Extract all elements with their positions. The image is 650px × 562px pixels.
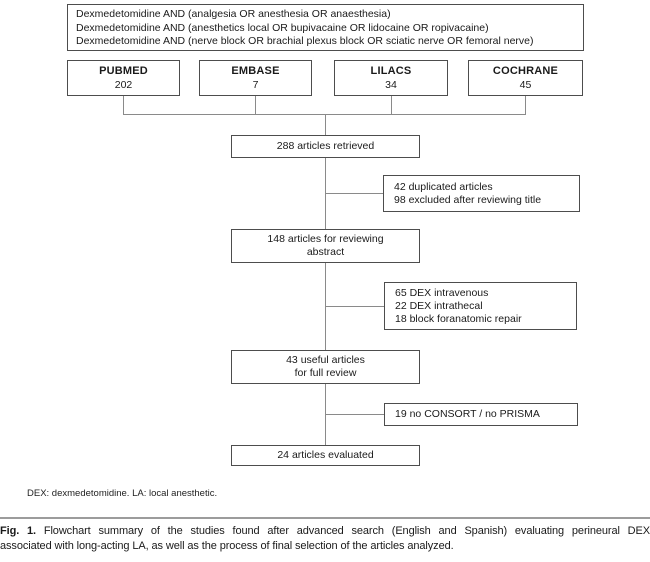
exclusion-line: 18 block foranatomic repair: [395, 312, 522, 325]
search-term-line-3: Dexmedetomidine AND (nerve block OR brac…: [76, 35, 534, 47]
database-name: LILACS: [370, 65, 412, 77]
figure-caption-text-1: Flowchart summary of the studies found a…: [43, 525, 650, 537]
database-box-pubmed: PUBMED 202: [67, 60, 180, 96]
exclusion-line: 65 DEX intravenous: [395, 286, 489, 299]
figure-caption-label: Fig. 1.: [0, 525, 36, 537]
evaluated-label: 24 articles evaluated: [277, 449, 374, 461]
connector-collector-line: [123, 114, 526, 115]
abstract-review-line-2: abstract: [306, 246, 345, 258]
exclusion-line: 22 DEX intrathecal: [395, 299, 483, 312]
database-count: 7: [252, 79, 259, 91]
abstract-review-box: 148 articles for reviewing abstract: [231, 229, 420, 263]
connector-branch-3: [325, 414, 384, 415]
full-review-line-2: for full review: [294, 367, 357, 379]
exclusion-line: 42 duplicated articles: [394, 180, 493, 193]
figure-caption: Fig. 1. Flowchart summary of the studies…: [0, 524, 650, 554]
connector-stub-lilacs: [391, 96, 392, 114]
abstract-review-line-1: 148 articles for reviewing: [267, 233, 384, 245]
exclusion-line: 98 excluded after reviewing title: [394, 193, 542, 206]
exclusion-box-reporting: 19 no CONSORT / no PRISMA: [384, 403, 578, 426]
database-box-cochrane: COCHRANE 45: [468, 60, 583, 96]
full-review-line-1: 43 useful articles: [286, 354, 365, 366]
database-count: 45: [519, 79, 532, 91]
connector-stub-embase: [255, 96, 256, 114]
retrieved-box: 288 articles retrieved: [231, 135, 420, 158]
figure-caption-text-2: associated with long-acting LA, as well …: [0, 540, 454, 552]
exclusion-box-duplicates: 42 duplicated articles 98 excluded after…: [383, 175, 580, 212]
caption-divider-rule: [0, 517, 650, 519]
database-name: PUBMED: [99, 65, 148, 77]
database-name: COCHRANE: [492, 65, 559, 77]
database-name: EMBASE: [231, 65, 280, 77]
database-box-lilacs: LILACS 34: [334, 60, 448, 96]
full-review-box: 43 useful articles for full review: [231, 350, 420, 384]
database-count: 202: [114, 79, 133, 91]
connector-branch-2: [325, 306, 384, 307]
connector-spine-1: [325, 114, 326, 135]
connector-stub-cochrane: [525, 96, 526, 114]
abbreviations-footnote: DEX: dexmedetomidine. LA: local anesthet…: [27, 488, 218, 499]
connector-branch-1: [325, 193, 383, 194]
database-box-embase: EMBASE 7: [199, 60, 312, 96]
database-count: 34: [385, 79, 397, 91]
connector-stub-pubmed: [123, 96, 124, 114]
search-term-line-1: Dexmedetomidine AND (analgesia OR anesth…: [76, 8, 391, 20]
evaluated-box: 24 articles evaluated: [231, 445, 420, 466]
exclusion-box-abstract: 65 DEX intravenous 22 DEX intrathecal 18…: [384, 282, 577, 330]
exclusion-line: 19 no CONSORT / no PRISMA: [395, 408, 540, 420]
search-terms-box: Dexmedetomidine AND (analgesia OR anesth…: [67, 4, 584, 51]
retrieved-label: 288 articles retrieved: [276, 140, 375, 152]
figure-caption-line-1: Fig. 1. Flowchart summary of the studies…: [0, 524, 650, 539]
search-term-line-2: Dexmedetomidine AND (anesthetics local O…: [76, 21, 489, 34]
